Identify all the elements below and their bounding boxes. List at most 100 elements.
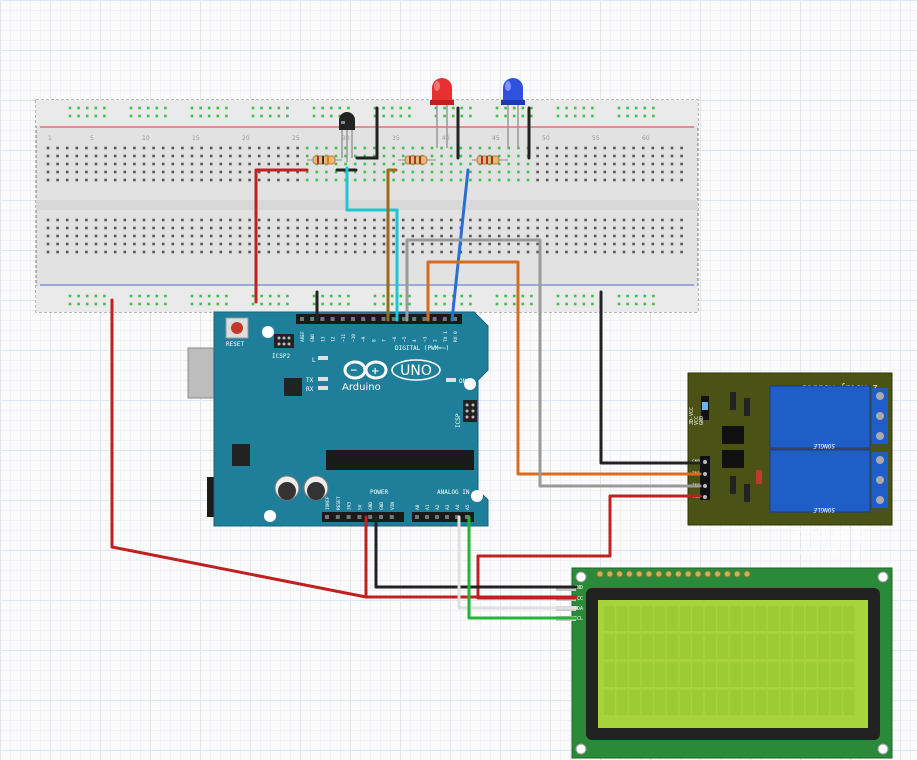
blue-led[interactable]	[501, 78, 525, 148]
rail-hole	[617, 114, 621, 118]
lcd-char-cell	[805, 606, 817, 631]
lcd-char-cell	[679, 606, 691, 631]
rail-hole	[565, 294, 568, 298]
reset-button[interactable]	[225, 317, 249, 339]
lcd-char-cell	[641, 634, 653, 659]
rail-hole	[347, 302, 350, 306]
column-number: 60	[642, 135, 650, 142]
breadboard-hole	[449, 154, 453, 158]
rail-hole	[512, 294, 516, 298]
temperature-sensor[interactable]	[339, 112, 355, 162]
breadboard-hole	[536, 242, 539, 246]
rail-hole	[321, 294, 324, 298]
breadboard-hole	[334, 154, 338, 158]
breadboard-hole	[632, 178, 635, 182]
lcd-char-cell	[730, 634, 741, 659]
breadboard-hole	[267, 242, 271, 246]
lcd-char-cell	[830, 690, 842, 715]
breadboard-hole	[353, 250, 357, 254]
breadboard-hole	[565, 234, 568, 238]
rail-hole	[373, 302, 377, 306]
breadboard-hole	[123, 250, 127, 254]
relay-rating: 10A 250VAC 10A 125VAC	[789, 534, 865, 541]
breadboard-hole	[497, 170, 501, 174]
breadboard-hole	[488, 242, 491, 246]
breadboard-hole	[449, 170, 453, 174]
breadboard-hole	[325, 170, 328, 174]
breadboard-hole	[536, 250, 539, 254]
breadboard-hole	[209, 242, 213, 246]
rail-hole	[321, 106, 324, 110]
breadboard-hole	[392, 242, 395, 246]
breadboard-hole	[670, 178, 674, 182]
breadboard-hole	[363, 242, 367, 246]
breadboard-hole	[545, 154, 549, 158]
rail-hole	[94, 114, 98, 118]
lcd-char-cell	[818, 606, 830, 631]
breadboard-hole	[622, 178, 626, 182]
wire-blue	[450, 168, 470, 322]
lcd-char-cell	[793, 634, 804, 659]
breadboard-hole	[680, 162, 683, 166]
lcd-pad	[665, 570, 673, 578]
breadboard-hole	[267, 234, 271, 238]
breadboard-hole	[257, 146, 261, 150]
breadboard-hole	[670, 170, 674, 174]
breadboard-hole	[392, 170, 395, 174]
resistor-1[interactable]	[307, 155, 342, 165]
breadboard-hole	[449, 146, 453, 150]
breadboard-hole	[104, 242, 107, 246]
breadboard-hole	[497, 242, 501, 246]
breadboard-hole	[113, 234, 117, 238]
breadboard-hole	[469, 226, 472, 230]
breadboard-hole	[267, 170, 271, 174]
breadboard-hole	[334, 242, 338, 246]
header-pin	[412, 317, 417, 321]
breadboard-hole	[104, 146, 107, 150]
diode	[744, 398, 750, 416]
resistor-3[interactable]	[472, 155, 508, 165]
rail-hole	[207, 114, 211, 118]
breadboard-hole	[113, 162, 117, 166]
lcd-char-cell	[780, 690, 792, 715]
lcd-char-cell	[755, 662, 767, 687]
column-number: 1	[48, 135, 52, 142]
breadboard-hole	[421, 178, 424, 182]
breadboard-hole	[632, 154, 635, 158]
rail-hole	[199, 114, 202, 118]
breadboard-hole	[46, 178, 50, 182]
pin-label: A0	[415, 504, 421, 510]
digital-label: DIGITAL (PWM=~)	[395, 345, 449, 352]
breadboard-hole	[113, 242, 117, 246]
breadboard-hole	[363, 162, 367, 166]
breadboard-hole	[651, 226, 655, 230]
breadboard-hole	[229, 250, 232, 254]
lcd-char-cell	[730, 690, 741, 715]
resistor-2[interactable]	[398, 155, 436, 165]
breadboard-hole	[229, 226, 232, 230]
breadboard-hole	[277, 162, 280, 166]
relay-2: SRD-05VDC-SL-C 10A 250VAC 10A 125VAC 10A…	[769, 449, 871, 555]
rail-hole	[260, 294, 263, 298]
red-led[interactable]	[430, 78, 454, 148]
breadboard-hole	[267, 250, 271, 254]
breadboard-hole	[363, 218, 367, 222]
breadboard-hole	[65, 218, 69, 222]
breadboard-hole	[469, 162, 472, 166]
breadboard-hole	[641, 234, 645, 238]
diode	[744, 484, 750, 502]
breadboard-hole	[305, 178, 309, 182]
analog-header	[412, 512, 474, 522]
brand-label: Arduino	[342, 382, 381, 393]
lcd-char-cell	[692, 690, 704, 715]
breadboard-hole	[277, 154, 280, 158]
breadboard-hole	[401, 226, 405, 230]
pin-label: ~9	[361, 336, 367, 342]
breadboard-hole	[142, 162, 146, 166]
breadboard-hole	[113, 250, 117, 254]
pin-label: RX 0	[453, 331, 459, 342]
lcd-char-cell	[616, 634, 628, 659]
lcd-char-cell	[793, 690, 804, 715]
breadboard-hole	[181, 170, 184, 174]
rail-hole	[591, 114, 594, 118]
